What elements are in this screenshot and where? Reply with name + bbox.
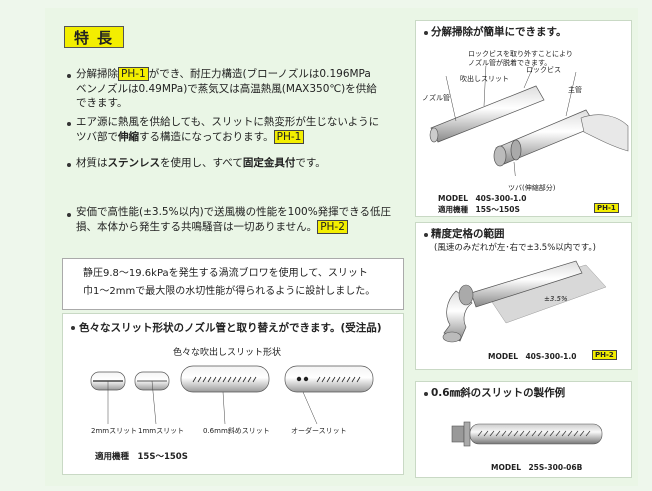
feature-2-line1: エア源に熱風を供給しても、スリットに熱変形が生じないように <box>76 116 380 128</box>
info-box: 静圧9.8～19.6kPaを発生する渦流ブロワを使用して、スリット 巾1～2mm… <box>62 258 404 310</box>
ph2-tag: PH-2 <box>592 350 617 360</box>
label-order: オーダースリット <box>291 427 347 435</box>
info-line1: 静圧9.8～19.6kPaを発生する渦流ブロワを使用して、スリット <box>83 268 368 279</box>
label-slant: 0.6mm斜めスリット <box>203 427 270 435</box>
ph1-tag: PH-1 <box>118 67 149 81</box>
ph1-tag: PH-1 <box>594 203 619 213</box>
main-tube <box>493 109 597 167</box>
precision-sub: (風速のみだれが左･右で±3.5%以内です。) <box>434 243 597 253</box>
bullet-dot <box>67 213 71 217</box>
feature-3-mid: を使用し、すべて <box>160 157 243 169</box>
bullet-dot <box>71 326 75 330</box>
disassembly-heading: 分解掃除が簡単にできます。 <box>431 26 567 38</box>
disassembly-applicable: 適用機種 15S～150S <box>438 205 520 214</box>
feature-4: 安価で高性能(±3.5%以内)で送風機の性能を100%発揮できる低圧 損、本体か… <box>76 205 406 234</box>
slant-heading: 0.6㎜斜のスリットの製作例 <box>431 387 566 399</box>
disassembly-box: 分解掃除が簡単にできます。 ロックビスを取り外すことにより ノズル管が脱着できま… <box>415 20 632 217</box>
disassembly-note-1: ロックビスを取り外すことにより <box>468 50 573 58</box>
precision-illustration <box>442 260 607 343</box>
feature-3-post: です。 <box>295 157 326 169</box>
feature-1-post: ができ、耐圧力構造(ブローノズルは0.196MPa <box>148 68 371 80</box>
pipe-slant <box>180 365 270 393</box>
disassembly-model: MODEL 40S-300-1.0 <box>438 194 527 203</box>
slit-heading: 色々なスリット形状のノズル管と取り替えができます。(受注品) <box>79 322 382 334</box>
feature-4-pre: 損、本体から発生する共鳴騒音は一切ありません。 <box>76 220 318 233</box>
bullet-dot <box>424 233 428 237</box>
bullet-dot <box>424 392 428 396</box>
feature-2-post: する構造になっております。 <box>139 130 274 143</box>
feature-4-line1: 安価で高性能(±3.5%以内)で送風機の性能を100%発揮できる低圧 <box>76 206 391 218</box>
ph1-tag: PH-1 <box>273 129 305 144</box>
feature-3-bold2: 固定金具付 <box>242 157 296 169</box>
precision-pct: ±3.5% <box>544 295 568 303</box>
bullet-dot <box>67 163 71 167</box>
precision-box: 精度定格の範囲 (風速のみだれが左･右で±3.5%以内です。) ±3.5% MO… <box>415 222 632 370</box>
precision-heading: 精度定格の範囲 <box>431 228 505 240</box>
info-line2: 巾1～2mmで最大限の水切性能が得られるように設計しました。 <box>83 286 376 297</box>
feature-1-line3: できます。 <box>76 97 128 109</box>
bullet-dot <box>424 31 428 35</box>
blower-pipe <box>442 260 583 343</box>
slit-shapes-box: 色々なスリット形状のノズル管と取り替えができます。(受注品) 色々な吹出しスリッ… <box>62 313 404 475</box>
slant-illustration <box>451 421 603 447</box>
feature-3: 材質はステンレスを使用し、すべて固定金具付です。 <box>76 156 406 171</box>
nozzle-tube <box>429 85 545 143</box>
slit-applicable: 適用機種 15S～150S <box>95 452 188 462</box>
ph2-tag: PH-2 <box>317 219 348 234</box>
feature-3-bold1: ステンレス <box>107 157 161 169</box>
label-nozzle: ノズル管 <box>422 94 450 102</box>
slant-model: MODEL 25S-300-06B <box>491 463 583 472</box>
label-flange: ツバ(伸縮部分) <box>508 184 556 192</box>
features-title: 特長 <box>64 26 124 48</box>
feature-2-bold: 伸縮 <box>118 130 139 143</box>
slant-box: 0.6㎜斜のスリットの製作例 MODEL 25S-300-06B <box>415 381 632 478</box>
bullet-dot <box>67 74 71 78</box>
feature-3-pre: 材質は <box>76 157 108 169</box>
slit-subheading: 色々な吹出しスリット形状 <box>173 348 282 358</box>
bullet-dot <box>67 122 71 126</box>
feature-2: エア源に熱風を供給しても、スリットに熱変形が生じないように ツバ部で伸縮する構造… <box>76 115 406 144</box>
feature-2-pre: ツバ部で <box>76 130 118 143</box>
label-body: 主管 <box>568 86 582 94</box>
label-2mm: 2mmスリット <box>91 427 138 435</box>
label-1mm: 1mmスリット <box>138 427 185 435</box>
disassembly-illustration <box>429 66 629 176</box>
slit-illustration <box>90 365 374 425</box>
feature-1-line2: ベンノズルは0.49MPa)で蒸気又は高温熱風(MAX350℃)を供給 <box>76 82 377 95</box>
label-slit: 吹出しスリット <box>460 75 509 83</box>
label-lockbis: ロックビス <box>526 66 561 74</box>
precision-model: MODEL 40S-300-1.0 <box>488 352 577 361</box>
disassembly-note-2: ノズル管が脱着できます。 <box>468 59 552 67</box>
feature-1-pre: 分解掃除 <box>76 68 118 80</box>
pipe-order <box>284 365 374 393</box>
hand <box>580 114 629 152</box>
